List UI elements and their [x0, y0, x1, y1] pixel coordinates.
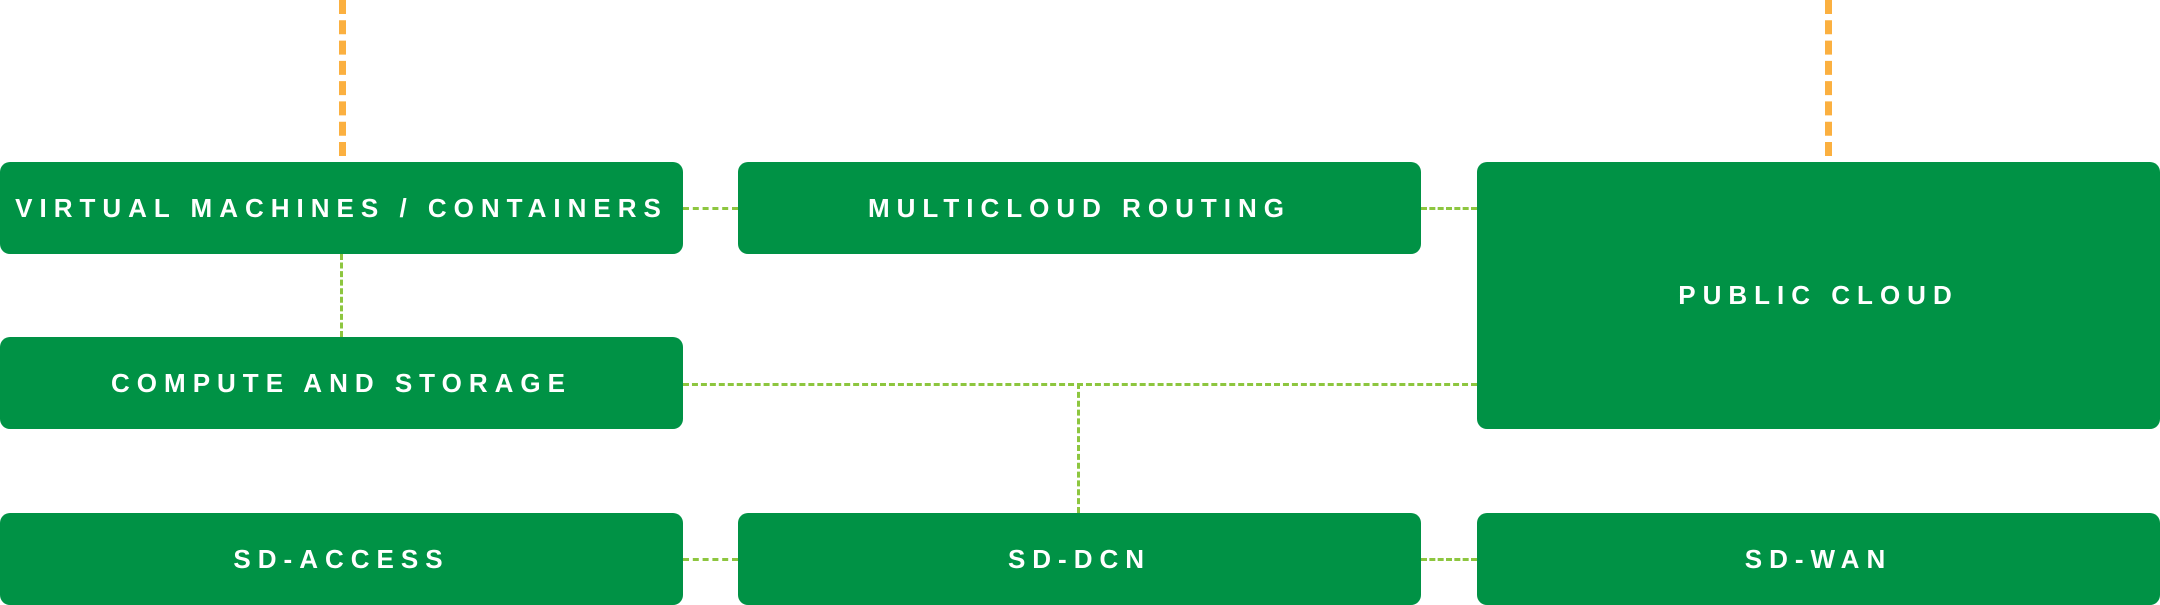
connector-access-dcn — [683, 558, 738, 561]
connector-compute-public — [683, 383, 1477, 386]
node-multicloud-routing: MULTICLOUD ROUTING — [738, 162, 1421, 254]
node-sd-access: SD-ACCESS — [0, 513, 683, 605]
node-label: SD-DCN — [1007, 543, 1152, 574]
node-label: VIRTUAL MACHINES / CONTAINERS — [15, 192, 668, 223]
node-label: SD-ACCESS — [233, 543, 450, 574]
connector-vm-compute — [340, 254, 343, 337]
connector-dcn-wan — [1421, 558, 1477, 561]
external-connector-public-cloud — [1825, 0, 1832, 156]
node-label: COMPUTE AND STORAGE — [111, 367, 572, 398]
node-compute-storage: COMPUTE AND STORAGE — [0, 337, 683, 429]
node-public-cloud: PUBLIC CLOUD — [1477, 162, 2160, 429]
node-label: PUBLIC CLOUD — [1678, 280, 1959, 310]
external-connector-vm — [339, 0, 346, 156]
node-sd-wan: SD-WAN — [1477, 513, 2160, 605]
node-label: SD-WAN — [1744, 543, 1893, 574]
connector-multicloud-public — [1421, 207, 1477, 210]
connector-to-sd-dcn — [1077, 383, 1080, 513]
connector-vm-multicloud — [683, 207, 738, 210]
node-label: MULTICLOUD ROUTING — [867, 192, 1292, 223]
node-sd-dcn: SD-DCN — [738, 513, 1421, 605]
node-vm-containers: VIRTUAL MACHINES / CONTAINERS — [0, 162, 683, 254]
